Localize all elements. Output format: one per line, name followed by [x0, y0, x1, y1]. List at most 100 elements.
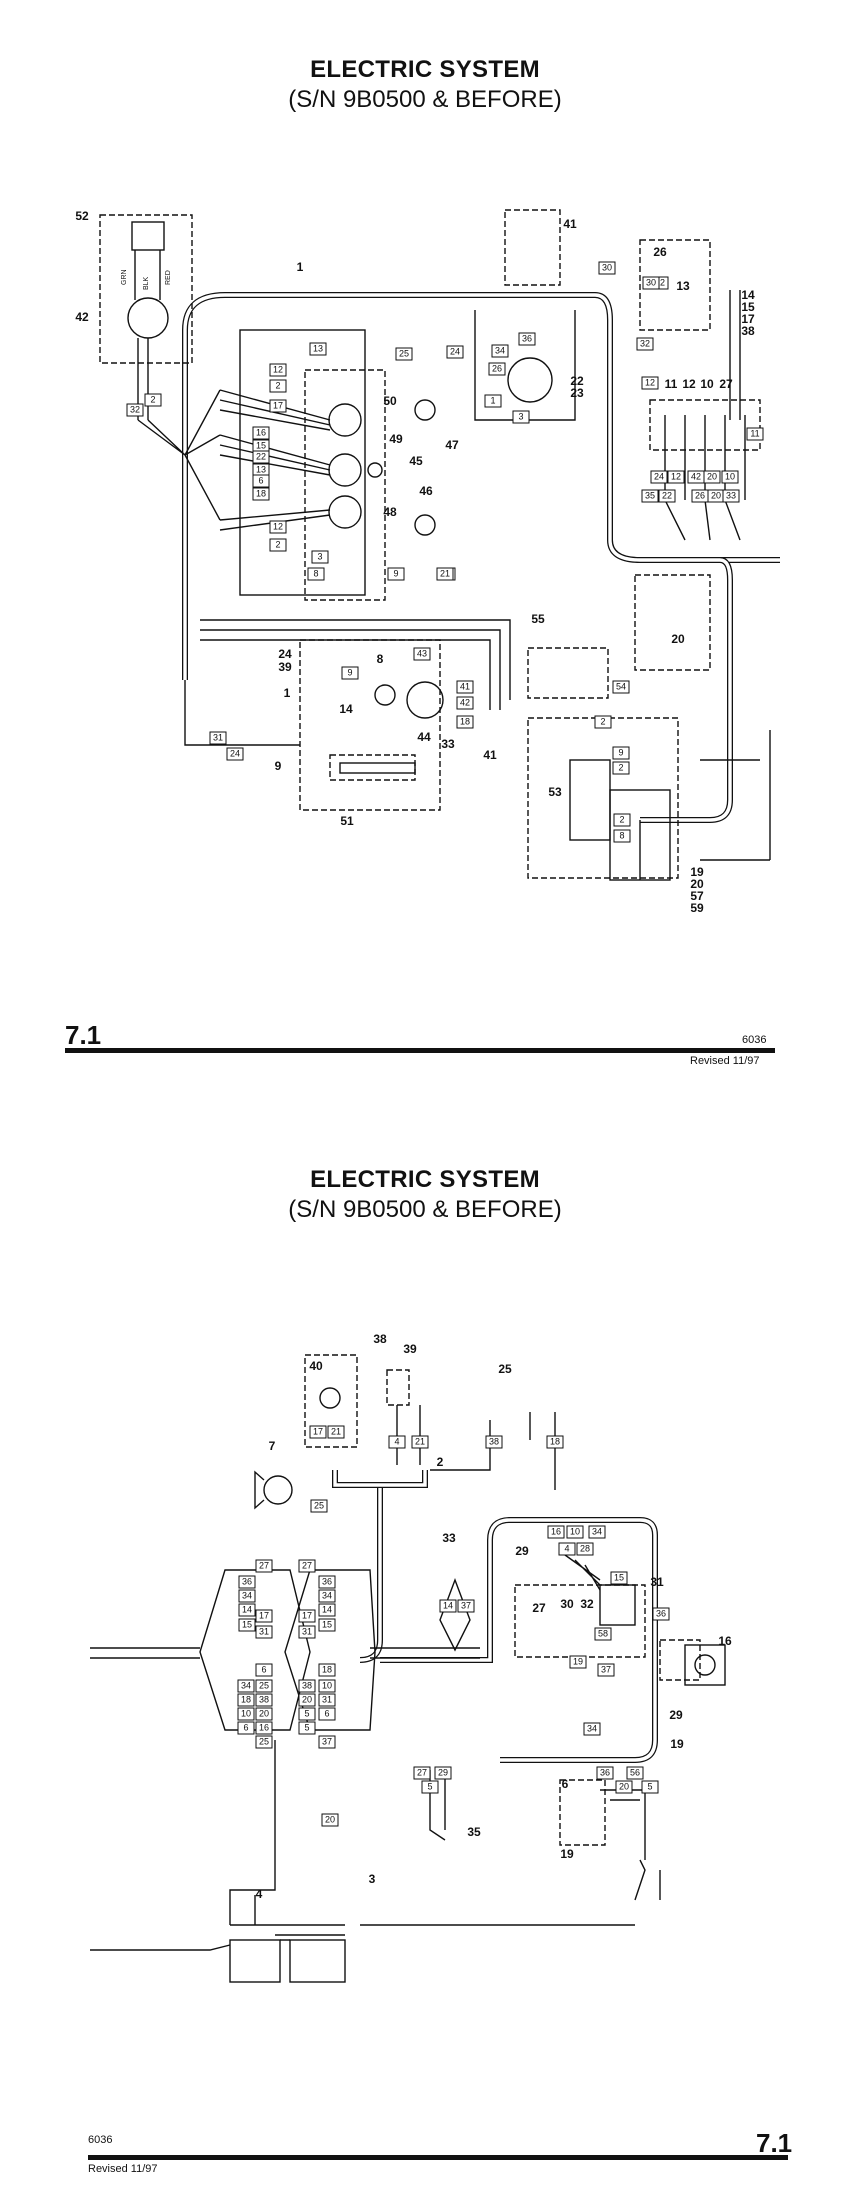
svg-text:36: 36 — [522, 333, 532, 343]
page1-callout: 50 — [383, 394, 397, 408]
svg-text:10: 10 — [700, 377, 714, 391]
page1-callout: 9 — [341, 666, 359, 680]
page2-callout: 36 — [596, 1766, 614, 1780]
svg-text:24: 24 — [654, 471, 664, 481]
svg-text:13: 13 — [313, 343, 323, 353]
svg-text:37: 37 — [461, 1600, 471, 1610]
svg-text:17: 17 — [741, 312, 755, 326]
svg-text:46: 46 — [419, 484, 433, 498]
wire-color-label: BLK — [143, 276, 150, 290]
page1-callout: 21 — [436, 567, 454, 581]
svg-text:14: 14 — [322, 1604, 332, 1614]
page2-callout: 4 — [256, 1887, 263, 1901]
svg-text:48: 48 — [383, 505, 397, 519]
page1-subtitle: (S/N 9B0500 & BEFORE) — [288, 86, 562, 113]
svg-text:20: 20 — [671, 632, 685, 646]
svg-text:25: 25 — [498, 1362, 512, 1376]
page2-callout: 10 — [566, 1525, 584, 1539]
page1-callout: 33 — [441, 737, 455, 751]
page2-callout: 29 — [669, 1708, 683, 1722]
page1-callout: 51 — [340, 814, 354, 828]
svg-text:34: 34 — [587, 1723, 597, 1733]
svg-text:20: 20 — [619, 1781, 629, 1791]
page2-callout: 32 — [580, 1597, 594, 1611]
svg-text:21: 21 — [440, 568, 450, 578]
svg-text:37: 37 — [601, 1664, 611, 1674]
svg-text:30: 30 — [602, 262, 612, 272]
page2-subtitle: (S/N 9B0500 & BEFORE) — [288, 1196, 562, 1223]
svg-text:41: 41 — [483, 748, 497, 762]
svg-text:39: 39 — [403, 1342, 417, 1356]
svg-text:5: 5 — [304, 1722, 309, 1732]
svg-text:12: 12 — [682, 377, 696, 391]
svg-text:18: 18 — [241, 1694, 251, 1704]
page2-callout: 27 — [255, 1559, 273, 1573]
page2-callout: 16 — [547, 1525, 565, 1539]
svg-text:31: 31 — [650, 1575, 664, 1589]
svg-text:26: 26 — [653, 245, 667, 259]
svg-text:15: 15 — [322, 1619, 332, 1629]
page1-callout: 44 — [417, 730, 431, 744]
page2-callout: 19 — [560, 1847, 574, 1861]
page2-page-number: 7.1 — [756, 2128, 793, 2158]
svg-text:2: 2 — [437, 1455, 444, 1469]
svg-text:3: 3 — [369, 1872, 376, 1886]
page2-callout: 25 — [255, 1735, 273, 1749]
svg-text:29: 29 — [438, 1767, 448, 1777]
svg-text:52: 52 — [75, 209, 89, 223]
page1-callout: 57 — [690, 889, 704, 903]
svg-text:23: 23 — [570, 386, 584, 400]
page2-callout: 38 — [298, 1679, 316, 1693]
page1-callout: 12 — [269, 520, 287, 534]
page1-title-block: ELECTRIC SYSTEM (S/N 9B0500 & BEFORE) — [0, 56, 850, 114]
page1-callout: 35 — [641, 489, 659, 503]
page1-callout: 24 — [278, 647, 292, 661]
svg-text:33: 33 — [442, 1531, 456, 1545]
svg-text:50: 50 — [383, 394, 397, 408]
page2-callout: 21 — [411, 1435, 429, 1449]
svg-text:15: 15 — [242, 1619, 252, 1629]
svg-text:17: 17 — [259, 1610, 269, 1620]
wire-color-label: GRN — [121, 269, 128, 285]
svg-text:2: 2 — [619, 814, 624, 824]
page2-callout: 31 — [255, 1625, 273, 1639]
svg-text:18: 18 — [256, 488, 266, 498]
page2-callout: 17 — [309, 1425, 327, 1439]
page2-callout: 37 — [597, 1663, 615, 1677]
page2-callout: 15 — [238, 1618, 256, 1632]
svg-text:25: 25 — [399, 348, 409, 358]
svg-text:2: 2 — [600, 716, 605, 726]
svg-text:19: 19 — [690, 865, 704, 879]
svg-text:30: 30 — [646, 277, 656, 287]
page1-callout: 30 — [642, 276, 660, 290]
svg-text:10: 10 — [241, 1708, 251, 1718]
page1-callout: 12 — [667, 470, 685, 484]
svg-text:43: 43 — [417, 648, 427, 658]
page2-callout: 34 — [318, 1589, 336, 1603]
svg-text:34: 34 — [241, 1680, 251, 1690]
svg-text:14: 14 — [443, 1600, 453, 1610]
svg-text:37: 37 — [322, 1736, 332, 1746]
page1-callout: 41 — [563, 217, 577, 231]
svg-text:33: 33 — [726, 490, 736, 500]
page1-page-number: 7.1 — [65, 1020, 102, 1050]
page1-callout: 1 — [484, 394, 502, 408]
svg-text:8: 8 — [313, 568, 318, 578]
page1-callout: 48 — [383, 505, 397, 519]
page2-wiring — [90, 1354, 726, 1983]
page2-callout: 34 — [583, 1722, 601, 1736]
svg-text:31: 31 — [302, 1626, 312, 1636]
page1-callout: 2 — [144, 393, 162, 407]
svg-text:21: 21 — [415, 1436, 425, 1446]
svg-text:24: 24 — [278, 647, 292, 661]
svg-text:13: 13 — [676, 279, 690, 293]
svg-text:15: 15 — [256, 440, 266, 450]
page2-callout: 15 — [610, 1571, 628, 1585]
svg-text:51: 51 — [340, 814, 354, 828]
svg-text:34: 34 — [495, 345, 505, 355]
page1-callout: 20 — [707, 489, 725, 503]
svg-text:41: 41 — [563, 217, 577, 231]
page1-callout: 13 — [676, 279, 690, 293]
page1-doc-number: 6036 — [742, 1034, 767, 1046]
